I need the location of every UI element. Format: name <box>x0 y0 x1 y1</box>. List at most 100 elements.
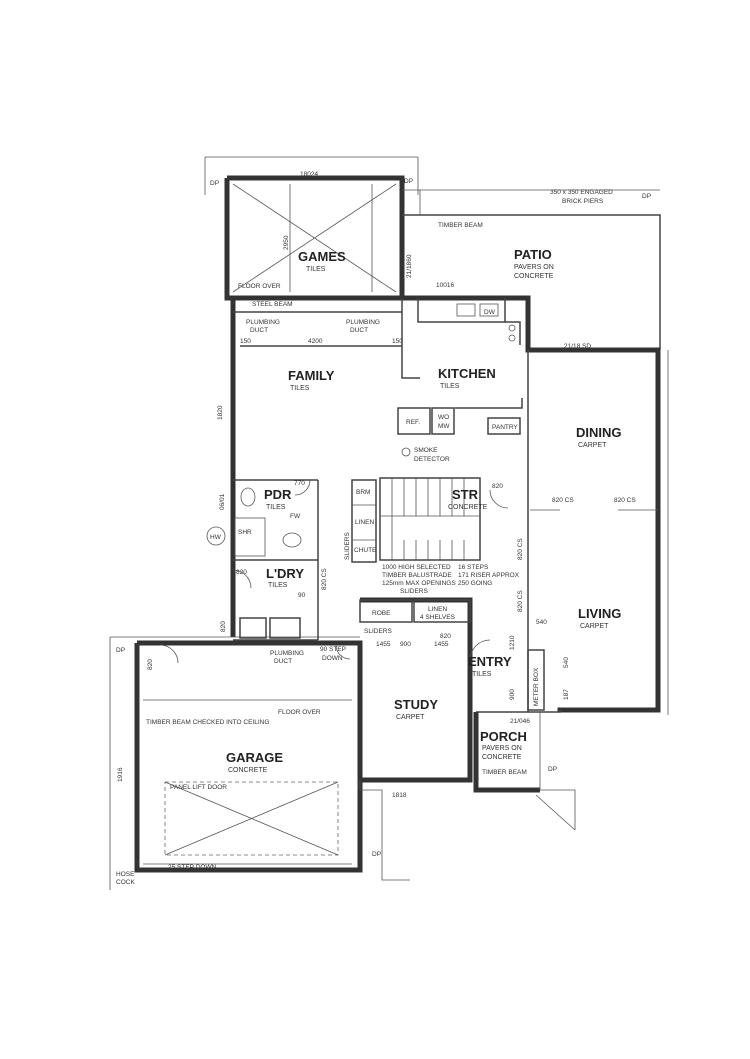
dim-garage-side: 1916 <box>117 767 124 782</box>
room-family: FAMILY <box>288 368 335 383</box>
note-smoke-1: SMOKE <box>414 447 438 454</box>
room-garage-finish: CONCRETE <box>228 767 268 774</box>
room-kitchen: KITCHEN <box>438 366 496 381</box>
exterior-walls <box>109 156 669 890</box>
note-dp-1: DP <box>210 180 219 187</box>
note-floor-over-2: FLOOR OVER <box>278 709 321 716</box>
note-dw: DW <box>484 309 496 316</box>
room-porch-finish-1: PAVERS ON <box>482 745 522 752</box>
note-stair-3: 125mm MAX OPENINGS <box>382 580 456 587</box>
room-labels: GAMES TILES PATIO PAVERS ON CONCRETE FAM… <box>226 247 622 774</box>
note-plumbing-duct-3b: DUCT <box>274 658 292 665</box>
dim-dining-top: 21/18 SD <box>564 343 591 350</box>
room-family-finish: TILES <box>290 385 310 392</box>
dim-820-cs-v: 820 CS <box>517 538 524 560</box>
dim-games-width: 18024 <box>300 171 318 178</box>
room-str-finish: CONCRETE <box>448 504 488 511</box>
note-steel-beam: STEEL BEAM <box>252 301 293 308</box>
note-wo: WO <box>438 414 449 421</box>
dim-820-cs-2: 820 CS <box>614 497 636 504</box>
room-porch-finish-2: CONCRETE <box>482 754 522 761</box>
note-hw: HW <box>210 534 222 541</box>
room-games-finish: TILES <box>306 266 326 273</box>
dim-living-1: 540 <box>536 619 547 626</box>
room-living-finish: CARPET <box>580 623 609 630</box>
note-step-down-garage: 25 STEP DOWN <box>168 864 217 871</box>
room-pdr: PDR <box>264 487 292 502</box>
room-ldry: L'DRY <box>266 566 304 581</box>
note-shr: SHR <box>238 529 252 536</box>
note-plumbing-duct-2: PLUMBING <box>346 319 380 326</box>
note-shelves: 4 SHELVES <box>420 614 456 621</box>
room-patio-finish-2: CONCRETE <box>514 273 554 280</box>
note-stair-2: TIMBER BALUSTRADE <box>382 572 452 579</box>
dim-820-cs-3: 820 CS <box>321 568 328 590</box>
note-sliders-v: SLIDERS <box>344 532 351 560</box>
dim-robe-1: 1455 <box>376 641 391 648</box>
note-stair-1: 1000 HIGH SELECTED <box>382 564 451 571</box>
note-step-down-b: DOWN <box>322 655 343 662</box>
room-pdr-finish: TILES <box>266 504 286 511</box>
dim-820-ldry: 820 <box>236 569 247 576</box>
dim-patio-width: 10016 <box>436 282 454 289</box>
note-fw: FW <box>290 513 301 520</box>
note-dp-2: DP <box>404 178 413 185</box>
note-brm: BRM <box>356 489 370 496</box>
room-games: GAMES <box>298 249 346 264</box>
note-sliders-robe: SLIDERS <box>364 628 392 635</box>
note-hose: HOSE <box>116 871 135 878</box>
plan-notes: 350 x 350 ENGAGED BRICK PIERS TIMBER BEA… <box>116 178 651 886</box>
note-mw: MW <box>438 423 450 430</box>
dim-games-depth: 2950 <box>283 235 290 250</box>
room-study: STUDY <box>394 697 438 712</box>
note-brick-piers-2: BRICK PIERS <box>562 198 604 205</box>
dim-family-left: 150 <box>240 338 251 345</box>
room-dining: DINING <box>576 425 622 440</box>
dim-study-w: 1818 <box>392 792 407 799</box>
dim-820-garage2: 820 <box>220 621 227 632</box>
note-dp-5: DP <box>548 766 557 773</box>
dim-entry-1: 1210 <box>509 635 516 650</box>
room-entry-finish: TILES <box>472 671 492 678</box>
room-garage: GARAGE <box>226 750 283 765</box>
dim-living-2: 540 <box>563 657 570 668</box>
note-plumbing-duct-1: PLUMBING <box>246 319 280 326</box>
note-brick-piers-1: 350 x 350 ENGAGED <box>550 189 613 196</box>
dim-pdr-door: 770 <box>294 480 305 487</box>
note-robe: ROBE <box>372 610 391 617</box>
dim-entry-2: 900 <box>509 689 516 700</box>
note-dp-4: DP <box>116 647 125 654</box>
room-living: LIVING <box>578 606 621 621</box>
dim-820-a: 820 <box>492 483 503 490</box>
room-patio-finish-1: PAVERS ON <box>514 264 554 271</box>
dim-family-right: 150 <box>392 338 403 345</box>
note-steps-2: 171 RISER APPROX <box>458 572 520 579</box>
dim-patio-side: 21/1860 <box>406 254 413 278</box>
note-stair-4: SLIDERS <box>400 588 428 595</box>
note-plumbing-duct-1b: DUCT <box>250 327 268 334</box>
note-steps-1: 16 STEPS <box>458 564 489 571</box>
dim-820-cs-1: 820 CS <box>552 497 574 504</box>
note-floor-over-1: FLOOR OVER <box>238 283 281 290</box>
note-pantry: PANTRY <box>492 424 518 431</box>
note-timber-beam-porch: TIMBER BEAM <box>482 769 527 776</box>
room-entry: ENTRY <box>468 654 512 669</box>
room-kitchen-finish: TILES <box>440 383 460 390</box>
plan-dimensions: 18024 2950 10016 21/1860 21/18 SD 4200 1… <box>117 171 636 799</box>
dim-family-width: 4200 <box>308 338 323 345</box>
dim-family-depth: 1820 <box>217 405 224 420</box>
note-meter-box: METER BOX <box>533 667 540 706</box>
note-dp-6: DP <box>372 851 381 858</box>
note-dp-3: DP <box>642 193 651 200</box>
note-step-down: 90 STEP <box>320 646 346 653</box>
room-ldry-finish: TILES <box>268 582 288 589</box>
note-linen-2: LINEN <box>428 606 447 613</box>
note-panel-lift-door: PANEL LIFT DOOR <box>170 784 227 791</box>
dim-820-cs-v2: 820 CS <box>517 590 524 612</box>
note-hose-b: COCK <box>116 879 135 886</box>
dim-820-garage: 820 <box>147 659 154 670</box>
internal-walls <box>143 183 658 865</box>
room-porch: PORCH <box>480 729 527 744</box>
note-linen: LINEN <box>355 519 374 526</box>
note-timber-beam-ceiling: TIMBER BEAM CHECKED INTO CEILING <box>146 719 269 726</box>
